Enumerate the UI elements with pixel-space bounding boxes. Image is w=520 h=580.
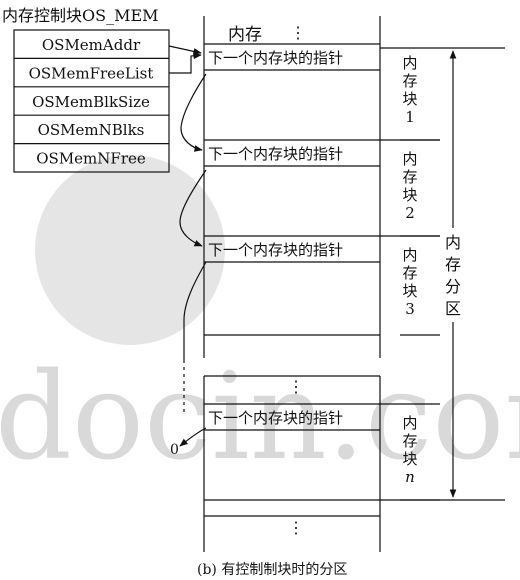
figure-caption: (b) 有控制制块时的分区 <box>197 562 347 578</box>
control-block: 内存控制块OS_MEM OSMemAddrOSMemFreeListOSMemB… <box>2 6 170 173</box>
link-2-to-3 <box>179 169 207 247</box>
link-n-to-null <box>179 427 207 447</box>
link-1-to-2 <box>180 73 207 152</box>
control-block-field: OSMemFreeList <box>29 64 154 82</box>
control-block-title: 内存控制块OS_MEM <box>2 6 159 25</box>
partition-label-char: 内 <box>445 233 461 252</box>
control-block-field: OSMemAddr <box>42 36 141 54</box>
partition-label-char: 分 <box>445 277 461 296</box>
control-block-field: OSMemNFree <box>36 150 146 168</box>
block-label-char: 内 <box>402 414 417 432</box>
watermark-logo-circle <box>35 155 225 345</box>
control-block-field: OSMemBlkSize <box>32 93 150 111</box>
memory-header: 内存 <box>228 25 262 45</box>
null-pointer-label: 0 <box>170 442 179 458</box>
block-label-char: 2 <box>405 204 415 222</box>
partition-label-char: 区 <box>445 299 461 318</box>
block-label-char: 内 <box>402 54 417 72</box>
addr-arrow <box>168 45 202 55</box>
memory-mid-ellipsis: ⋮ <box>288 377 304 396</box>
block-label-char: 1 <box>405 108 415 126</box>
block-label-char: 块 <box>402 186 417 204</box>
block-label-char: 块 <box>402 282 417 300</box>
block-label-char: 存 <box>402 264 417 282</box>
next-block-pointer-label: 下一个内存块的指针 <box>208 241 343 259</box>
next-block-pointer-label: 下一个内存块的指针 <box>208 409 343 427</box>
memory-top-ellipsis: ⋮ <box>290 23 306 42</box>
next-block-pointer-label: 下一个内存块的指针 <box>208 49 343 67</box>
pointer-chain: 0 <box>168 45 207 458</box>
block-label-char: 3 <box>405 300 415 318</box>
freelist-arrow <box>169 52 202 74</box>
block-label-char: 块 <box>402 450 417 468</box>
memory-bottom-ellipsis: ⋮ <box>288 518 304 537</box>
memory-column: 内存 ⋮ ⋮ ⋮ 下一个内存块的指针内存块1下一个内存块的指针内存块2下一个内存… <box>203 16 505 552</box>
block-label-char: 存 <box>402 72 417 90</box>
link-3-continue <box>183 261 207 360</box>
partition-label-char: 存 <box>445 255 461 274</box>
next-block-pointer-label: 下一个内存块的指针 <box>208 145 343 163</box>
watermark: docin.com <box>0 155 520 487</box>
block-label-char: 内 <box>402 246 417 264</box>
control-block-field: OSMemNBlks <box>38 121 145 139</box>
block-label-char: 存 <box>402 432 417 450</box>
watermark-text: docin.com <box>0 348 520 487</box>
control-block-frame <box>13 29 170 173</box>
block-label-char: 存 <box>402 168 417 186</box>
block-label-char: 内 <box>402 150 417 168</box>
block-label-char: 块 <box>402 90 417 108</box>
block-label-char: n <box>405 468 415 486</box>
